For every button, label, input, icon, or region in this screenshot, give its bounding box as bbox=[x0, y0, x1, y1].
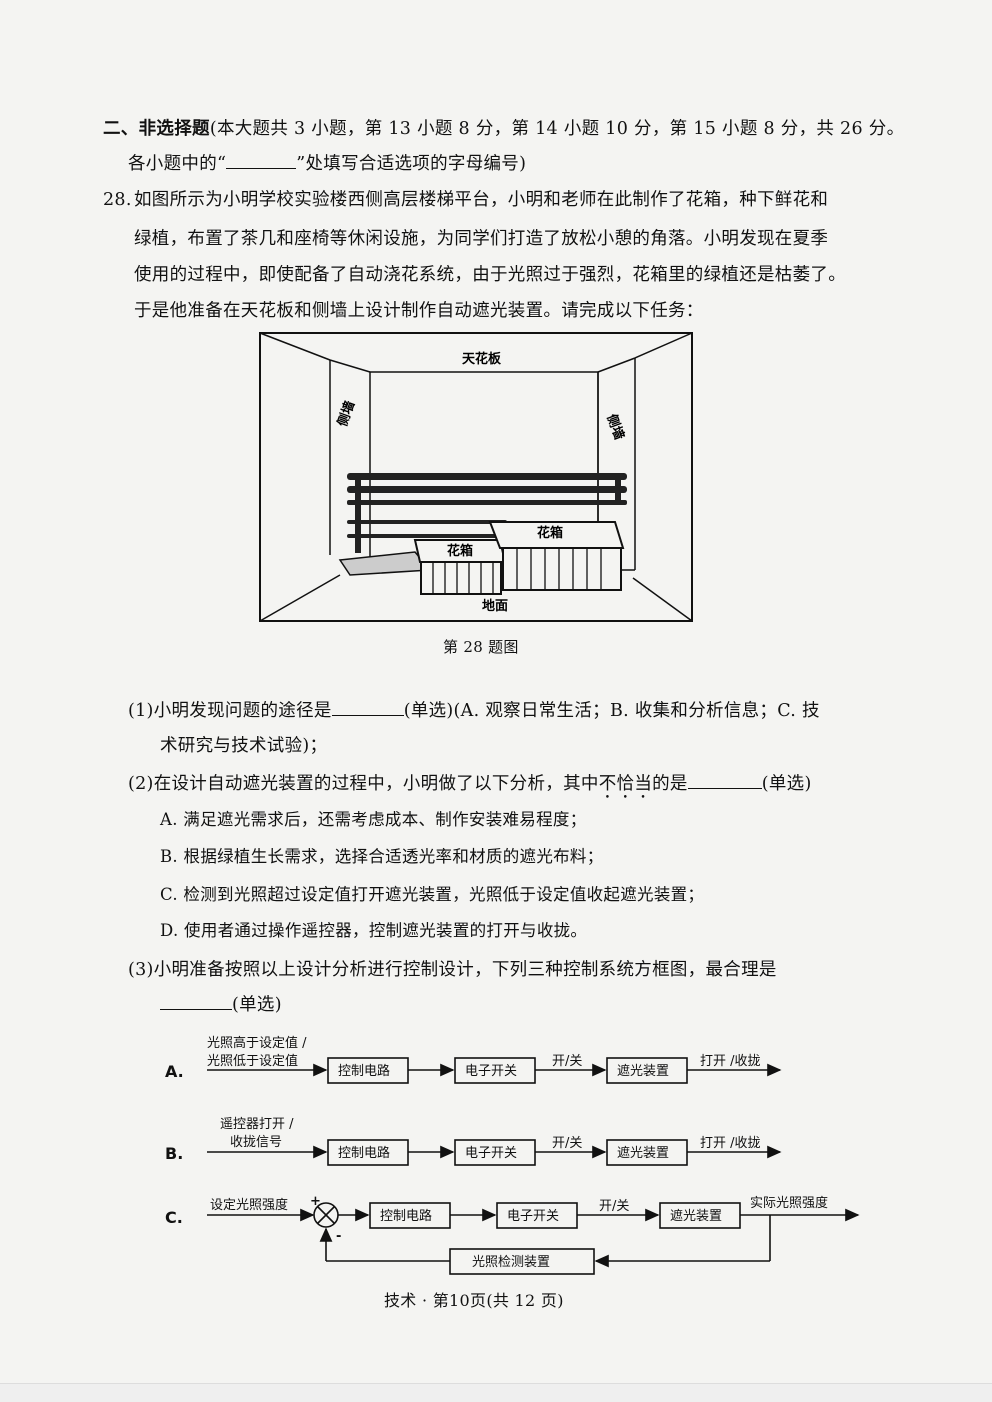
section-heading: 二、非选择题(本大题共 3 小题，第 13 小题 8 分，第 14 小题 10 … bbox=[103, 118, 904, 140]
diagram-c-output: 实际光照强度 bbox=[750, 1195, 828, 1211]
sub2-text-a: (2)在设计自动遮光装置的过程中，小明做了以下分析，其中 bbox=[128, 774, 599, 794]
ceiling-label: 天花板 bbox=[462, 351, 502, 367]
question-line-3: 使用的过程中，即使配备了自动浇花系统，由于光照过于强烈，花箱里的绿植还是枯萎了。 bbox=[134, 265, 846, 285]
figure-caption: 第 28 题图 bbox=[443, 638, 519, 656]
large-box-label: 花箱 bbox=[537, 525, 563, 541]
diagram-b-shading-device: 遮光装置 bbox=[617, 1145, 669, 1161]
sub3-blank bbox=[160, 993, 232, 1010]
emphasis-1: 不 bbox=[599, 773, 617, 795]
sub2-line1: (2)在设计自动遮光装置的过程中，小明做了以下分析，其中不恰当的是 (单选) bbox=[128, 772, 812, 795]
question-line-4: 于是他准备在天花板和侧墙上设计制作自动遮光装置。请完成以下任务： bbox=[134, 301, 704, 321]
side-wall-right-label: 侧墙 bbox=[603, 412, 627, 442]
floor-label: 地面 bbox=[482, 598, 508, 614]
diagram-c-plus: + bbox=[310, 1194, 321, 1209]
sub2-text-b: 的是 bbox=[652, 774, 688, 794]
sub2-blank bbox=[687, 772, 762, 789]
diagram-b-label: B. bbox=[165, 1144, 183, 1163]
diagram-a-input-line2: 光照低于设定值 bbox=[207, 1053, 298, 1069]
diagram-c-label: C. bbox=[165, 1208, 183, 1227]
diagram-b-output: 打开 /收拢 bbox=[700, 1136, 761, 1151]
control-diagrams: A. 光照高于设定值 / 光照低于设定值 控制电路 电子开关 开/关 遮光装置 … bbox=[165, 1035, 860, 1275]
sub3-text-b: (单选) bbox=[232, 995, 282, 1015]
bottom-strip bbox=[0, 1383, 992, 1402]
diagram-a-shading-device: 遮光装置 bbox=[617, 1063, 669, 1079]
diagram-b-input-line2: 收拢信号 bbox=[230, 1135, 282, 1150]
sub1-blank bbox=[331, 699, 404, 716]
sub2-option-d: D. 使用者通过操作遥控器，控制遮光装置的打开与收拢。 bbox=[160, 921, 588, 940]
sub1-line2: 术研究与技术试验)； bbox=[160, 736, 328, 756]
diagram-c-control-circuit: 控制电路 bbox=[380, 1208, 432, 1224]
sub3-line2: (单选) bbox=[160, 993, 282, 1016]
diagram-a-on-off: 开/关 bbox=[552, 1054, 582, 1069]
sub2-option-c: C. 检测到光照超过设定值打开遮光装置，光照低于设定值收起遮光装置； bbox=[160, 885, 705, 904]
diagram-a-label: A. bbox=[165, 1062, 184, 1081]
sub1-line1: (1)小明发现问题的途径是 (单选)(A. 观察日常生活；B. 收集和分析信息；C… bbox=[128, 699, 820, 722]
section-desc-line1: (本大题共 3 小题，第 13 小题 8 分，第 14 小题 10 分，第 15… bbox=[209, 119, 905, 139]
diagram-a-output: 打开 /收拢 bbox=[700, 1054, 761, 1069]
sub1-text-b: (单选)(A. 观察日常生活；B. 收集和分析信息；C. 技 bbox=[403, 701, 820, 721]
sub2-option-a: A. 满足遮光需求后，还需考虑成本、制作安装难易程度； bbox=[160, 810, 587, 829]
diagram-a-control-circuit: 控制电路 bbox=[338, 1063, 390, 1079]
section-desc-a: 各小题中的“ bbox=[128, 154, 227, 174]
sub2-option-b: B. 根据绿植生长需求，选择合适透光率和材质的遮光布料； bbox=[160, 847, 604, 866]
question-number: 28. bbox=[103, 190, 132, 210]
question-line-1: 如图所示为小明学校实验楼西侧高层楼梯平台，小明和老师在此制作了花箱，种下鲜花和 bbox=[134, 190, 829, 210]
emphasis-2: 恰 bbox=[617, 773, 635, 795]
side-wall-left-label: 侧墙 bbox=[334, 399, 358, 429]
diagram-b-electronic-switch: 电子开关 bbox=[465, 1146, 517, 1161]
diagram-b-on-off: 开/关 bbox=[552, 1136, 582, 1151]
question-line-2: 绿植，布置了茶几和座椅等休闲设施，为同学们打造了放松小憩的角落。小明发现在夏季 bbox=[134, 229, 829, 249]
diagram-a-electronic-switch: 电子开关 bbox=[465, 1064, 517, 1079]
diagram-c-light-sensor: 光照检测装置 bbox=[472, 1255, 550, 1270]
sub1-text-a: (1)小明发现问题的途径是 bbox=[128, 701, 332, 721]
diagram-c-input: 设定光照强度 bbox=[210, 1197, 288, 1213]
platform-figure: 天花板 侧墙 侧墙 花箱 花箱 地面 bbox=[259, 332, 693, 622]
figure-frame bbox=[259, 332, 693, 622]
diagram-a-input-line1: 光照高于设定值 / bbox=[207, 1035, 307, 1051]
small-flower-box bbox=[413, 539, 507, 595]
diagram-c-shading-device: 遮光装置 bbox=[670, 1208, 722, 1224]
sub3-line1: (3)小明准备按照以上设计分析进行控制设计，下列三种控制系统方框图，最合理是 bbox=[128, 960, 777, 980]
section-desc-line2: 各小题中的“ ”处填写合适选项的字母编号) bbox=[128, 152, 526, 175]
diagram-c-minus: - bbox=[336, 1229, 341, 1244]
diagram-b-control-circuit: 控制电路 bbox=[338, 1145, 390, 1161]
small-box-label: 花箱 bbox=[447, 543, 473, 559]
sub2-text-c: (单选) bbox=[761, 774, 812, 794]
diagram-c-on-off: 开/关 bbox=[599, 1199, 629, 1214]
answer-blank bbox=[226, 152, 297, 169]
page-footer: 技术 · 第10页(共 12 页) bbox=[384, 1291, 564, 1310]
section-title: 二、非选择题 bbox=[103, 119, 210, 139]
emphasis-3: 当 bbox=[634, 773, 652, 795]
large-flower-box bbox=[488, 521, 625, 591]
section-desc-b: ”处填写合适选项的字母编号) bbox=[296, 154, 527, 174]
diagram-c-electronic-switch: 电子开关 bbox=[507, 1209, 559, 1224]
diagram-b-input-line1: 遥控器打开 / bbox=[220, 1117, 294, 1132]
